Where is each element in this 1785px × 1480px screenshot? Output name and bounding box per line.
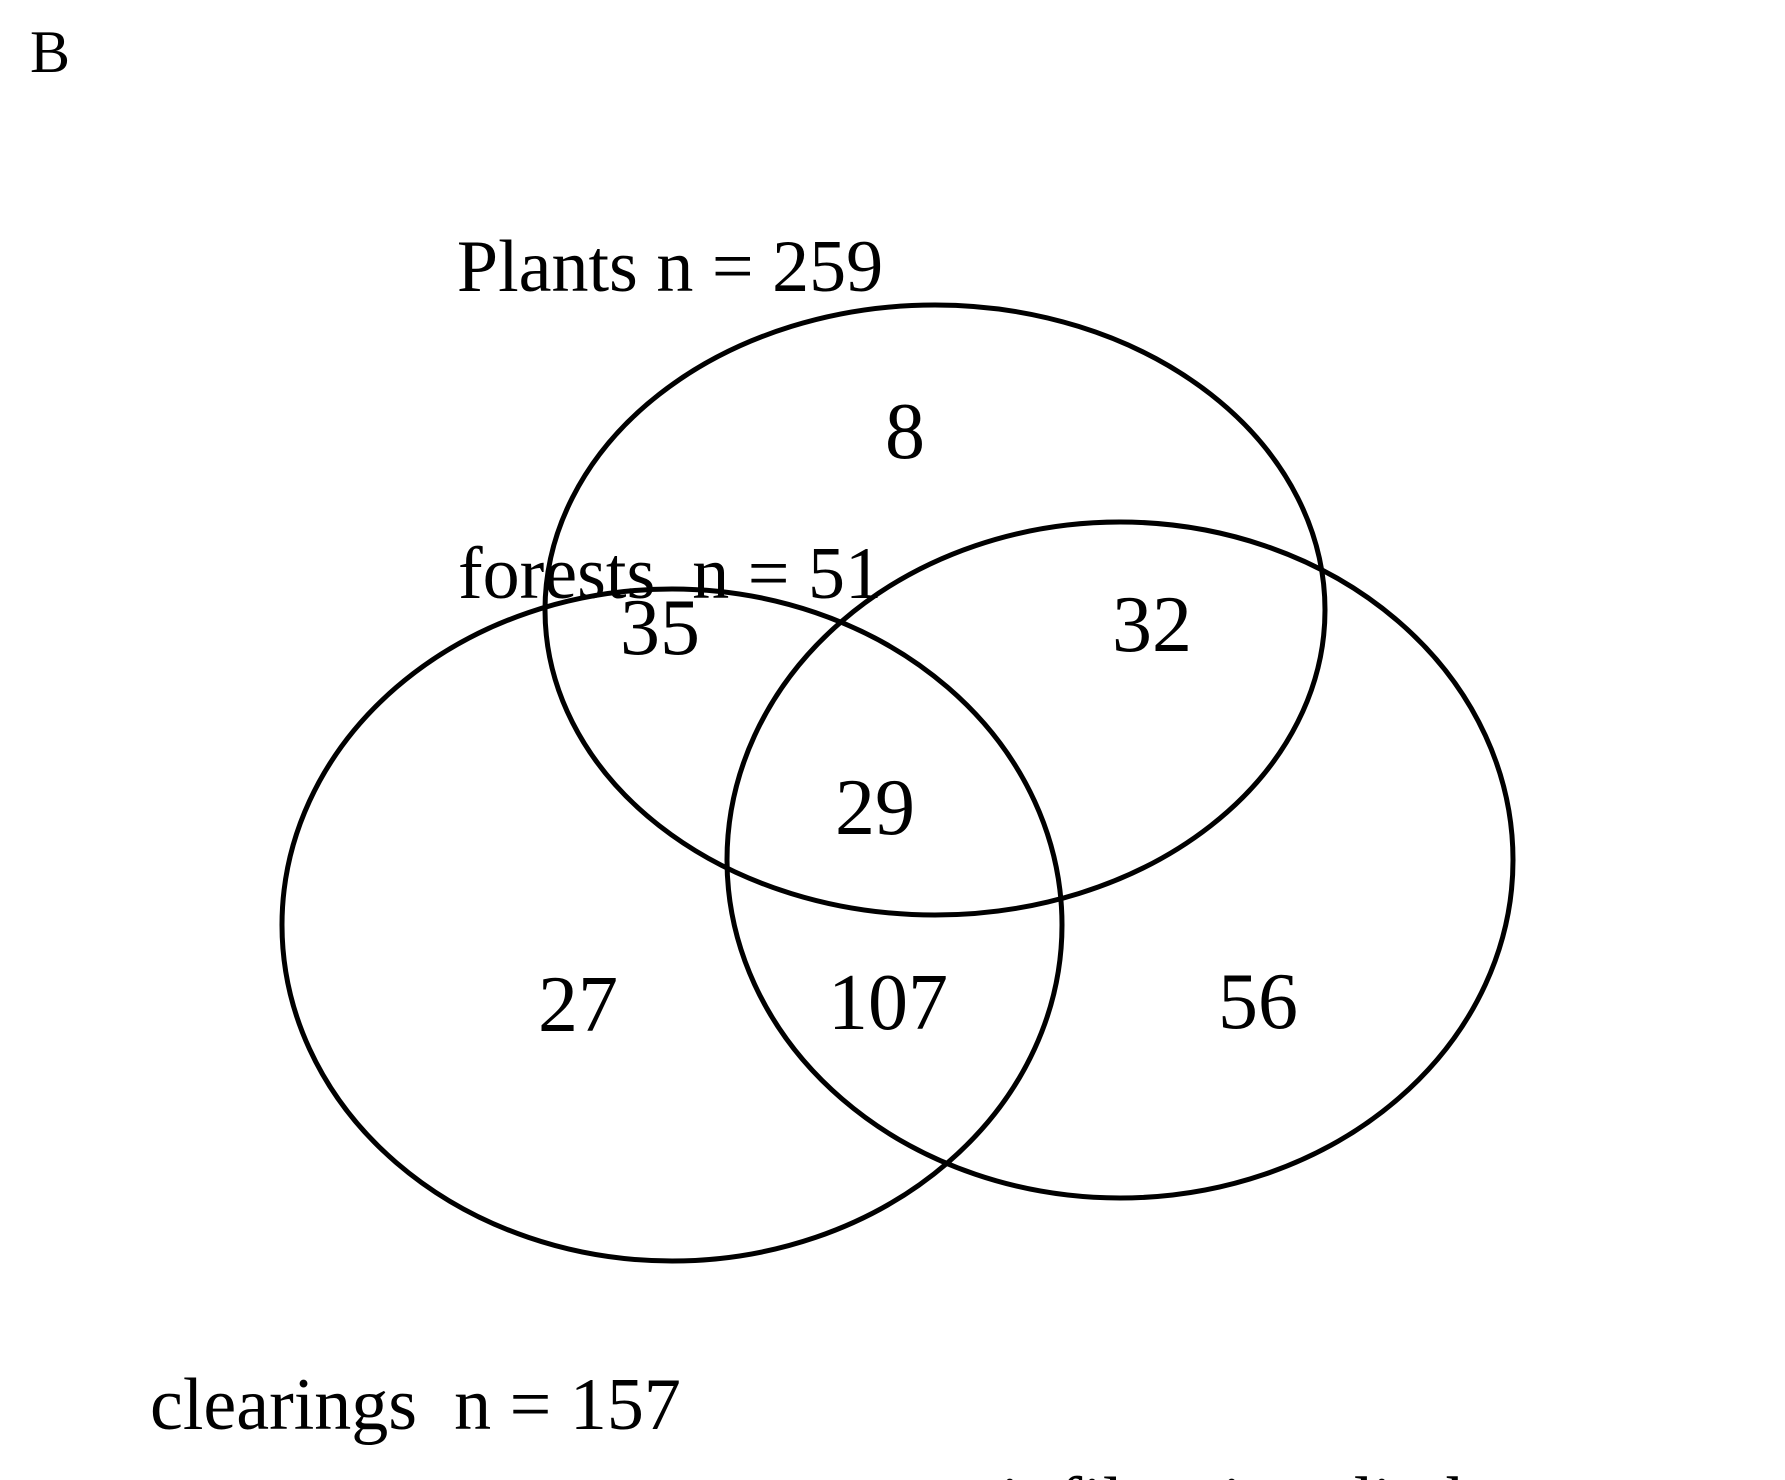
venn-region-forests_clearings: 35 [620, 584, 700, 672]
venn-region-clearings_only: 27 [538, 961, 618, 1049]
venn-region-forests_only: 8 [885, 388, 925, 476]
venn-region-all_three: 29 [835, 764, 915, 852]
venn-region-forests_infiltration: 32 [1112, 581, 1192, 669]
set-label-infiltration-line1: infiltration ditches [1000, 1459, 1574, 1480]
venn-ellipse-clearings [279, 586, 1065, 1264]
set-label-infiltration: infiltration ditches and basins n = 172 [1000, 1278, 1574, 1480]
set-label-clearings: clearings n = 157 [150, 1364, 681, 1446]
venn-ellipse-infiltration [724, 519, 1516, 1201]
venn-ellipse-forests [542, 302, 1328, 918]
venn-region-clearings_infiltration: 107 [828, 959, 948, 1047]
panel-letter: B [30, 19, 71, 85]
venn-region-infiltration_only: 56 [1218, 958, 1298, 1046]
title-line-plants: Plants n = 259 [456, 226, 884, 309]
